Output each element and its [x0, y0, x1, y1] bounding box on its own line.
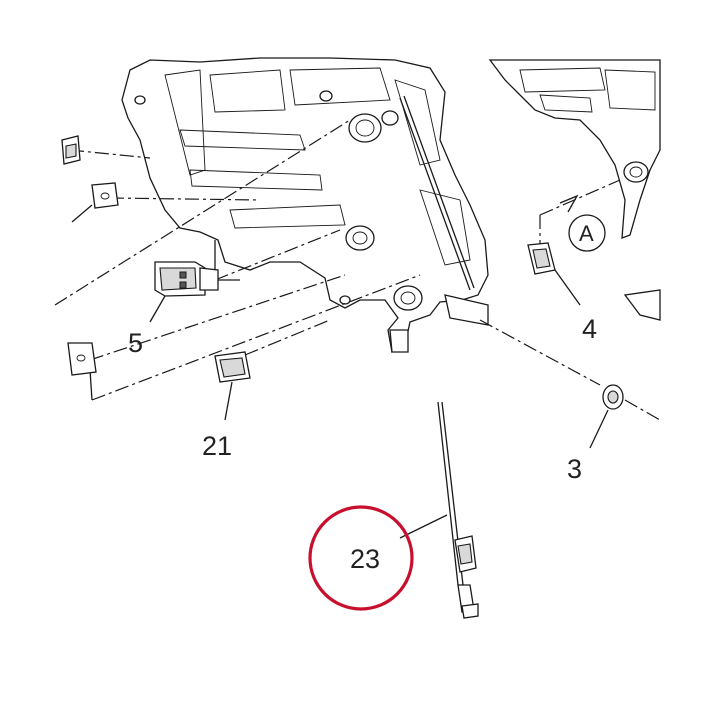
callout-4: 4: [582, 314, 597, 344]
highlight-circle-23: [308, 505, 414, 611]
callout-5: 5: [128, 328, 143, 358]
part-21-grommet: [214, 351, 251, 421]
nut-clip-lower-left: [67, 342, 97, 376]
part-3-grommet: [589, 384, 624, 449]
callout-3: 3: [567, 454, 582, 484]
part-4-clip: [527, 242, 581, 306]
callout-21: 21: [202, 431, 232, 461]
view-a-label: A: [579, 221, 594, 246]
part-23-cable-tie: [399, 401, 479, 619]
main-bracket-assembly: [121, 57, 489, 353]
part-5-connector: [149, 261, 240, 323]
upper-right-assembly: [488, 59, 661, 321]
clip-top-left: [61, 135, 81, 165]
nut-clip-left: [71, 182, 119, 223]
callout-23: 23: [350, 544, 380, 574]
view-a-callout: A: [568, 214, 606, 252]
